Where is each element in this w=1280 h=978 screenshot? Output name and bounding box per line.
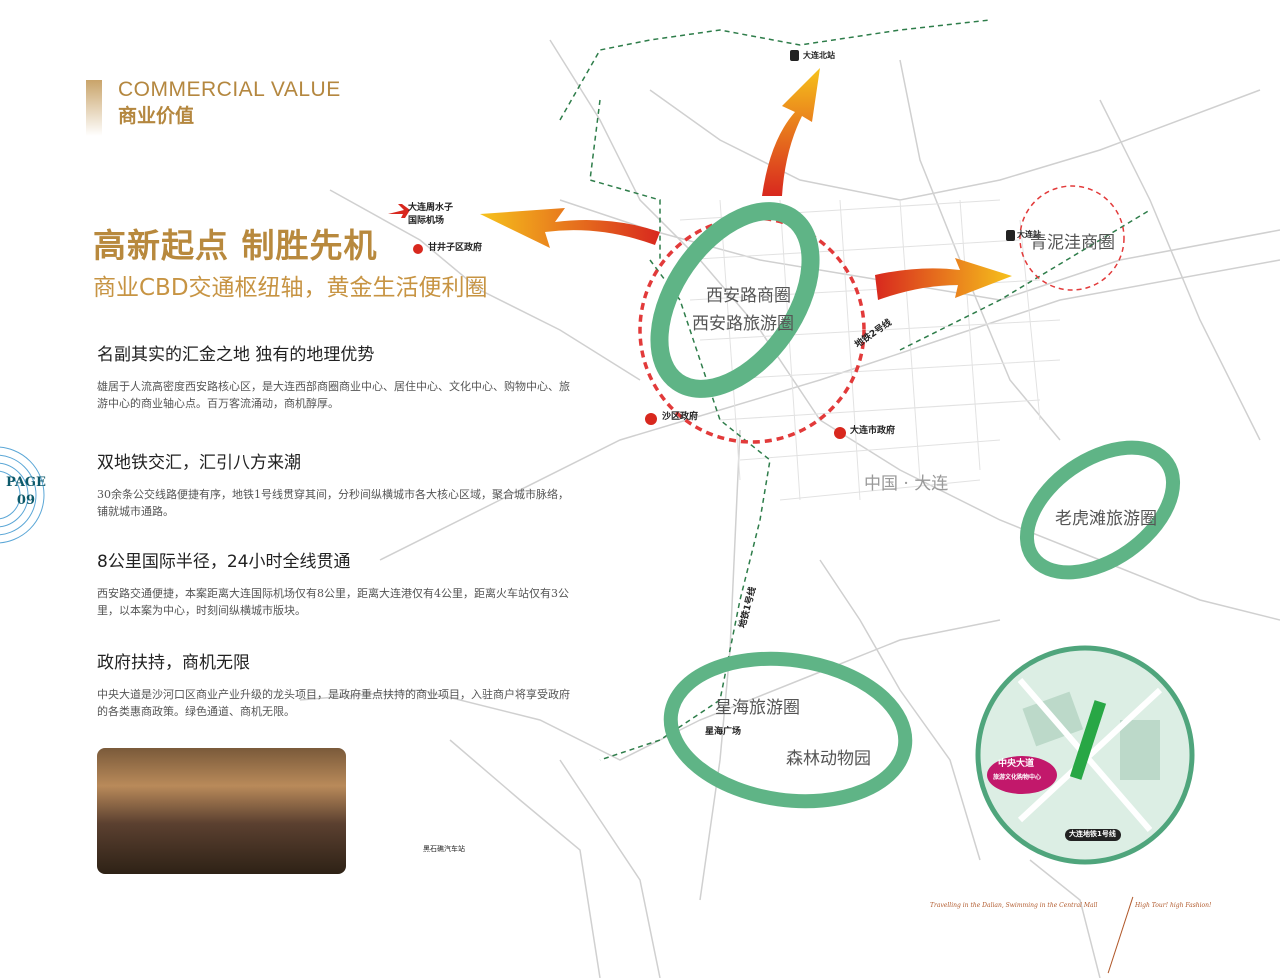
arrow-west — [480, 208, 660, 248]
train-icon — [1006, 230, 1015, 241]
label-xinghai-square: 星海广场 — [705, 727, 742, 737]
label-airport-2: 国际机场 — [408, 216, 445, 226]
train-icon — [790, 50, 799, 61]
label-heishijiao: 黑石礁汽车站 — [423, 845, 465, 853]
page-number: 09 — [16, 493, 36, 508]
street-crowd-photo — [97, 748, 346, 874]
inset-name: 中央大道 — [998, 759, 1035, 769]
qingniwa-ring — [1019, 185, 1125, 291]
airplane-icon — [388, 204, 410, 218]
map-icons — [388, 50, 1015, 439]
zone-xian-shop: 西安路商圈 — [706, 286, 791, 306]
section-metro: 双地铁交汇，汇引八方来潮 30余条公交线路便捷有序，地铁1号线贯穿其间，分秒间纵横… — [97, 452, 577, 520]
inset-sub: 旅游文化购物中心 — [993, 774, 1042, 781]
zone-zoo: 森林动物园 — [786, 749, 871, 769]
footer-slogan-left: Travelling in the Dalian, Swimming in th… — [930, 902, 1098, 909]
inset-map — [975, 645, 1195, 865]
section-title: 名副其实的汇金之地 独有的地理优势 — [97, 345, 375, 365]
page-number-badge: PAGE 09 — [0, 446, 46, 544]
city-gov-icon — [834, 427, 846, 439]
zone-xinghai: 星海旅游圈 — [715, 698, 800, 718]
ganjingzi-gov-icon — [413, 244, 423, 254]
section-radius: 8公里国际半径，24小时全线贯通西安路交通便捷，本案距离大连国际机场仅有8公里，… — [97, 551, 577, 619]
ripple-decoration — [0, 446, 45, 544]
label-north-station: 大连北站 — [803, 51, 835, 60]
section-government: 政府扶持，商机无限中央大道是沙河口区商业产业升级的龙头项目，是政府重点扶持的商业… — [97, 652, 577, 720]
arrow-north — [762, 68, 820, 196]
section-title: 双地铁交汇，汇引八方来潮 — [97, 453, 301, 473]
label-ganjingzi-gov: 甘井子区政府 — [428, 243, 483, 253]
header-title-en: COMMERCIAL VALUE — [118, 78, 341, 101]
xian-zone-ring — [650, 202, 820, 398]
footer-slogan-right: High Tour! high Fashion! — [1135, 902, 1212, 909]
section-geography: 名副其实的汇金之地 独有的地理优势雄居于人流高密度西安路核心区，是大连西部商圈商… — [97, 344, 577, 412]
laohutan-zone-ring — [1019, 440, 1181, 580]
inset-metro-line: 大连地铁1号线 — [1069, 830, 1116, 838]
zone-xian-tour: 西安路旅游圈 — [692, 314, 794, 334]
section-body: 中央大道是沙河口区商业产业升级的龙头项目，是政府重点扶持的商业项目，入驻商户将享… — [97, 688, 570, 718]
zone-china-dalian: 中国 · 大连 — [864, 474, 949, 494]
label-shahekou-gov: 沙区政府 — [662, 412, 699, 422]
subheadline: 商业CBD交通枢纽轴，黄金生活便利圈 — [93, 275, 488, 301]
metro-route — [559, 19, 1151, 761]
headline: 高新起点 制胜先机 — [93, 226, 378, 265]
label-airport-1: 大连周水子 — [408, 203, 454, 213]
label-city-gov: 大连市政府 — [850, 426, 896, 436]
section-body: 30余条公交线路便捷有序，地铁1号线贯穿其间，分秒间纵横城市各大核心区域，聚合城… — [97, 488, 569, 518]
zone-laohutan: 老虎滩旅游圈 — [1055, 509, 1157, 529]
city-grid — [679, 199, 1061, 501]
page-label: PAGE — [6, 475, 46, 490]
section-body: 西安路交通便捷，本案距离大连国际机场仅有8公里，距离大连港仅有4公里，距离火车站… — [97, 587, 569, 617]
zone-qingniwa: 青泥洼商圈 — [1030, 233, 1115, 253]
xian-ring — [638, 216, 866, 444]
header-title-cn: 商业价值 — [118, 105, 195, 127]
shahekou-gov-icon — [645, 413, 657, 425]
arrow-east — [875, 258, 1012, 300]
section-body: 雄居于人流高密度西安路核心区，是大连西部商圈商业中心、居住中心、文化中心、购物中… — [97, 380, 570, 410]
label-dalian-station: 大连站 — [1017, 230, 1041, 239]
section-title: 8公里国际半径，24小时全线贯通 — [97, 552, 351, 572]
xinghai-zone-ring — [663, 651, 913, 809]
zone-rings — [650, 202, 1181, 809]
header-accent-bar — [86, 80, 102, 136]
section-title: 政府扶持，商机无限 — [97, 653, 250, 673]
